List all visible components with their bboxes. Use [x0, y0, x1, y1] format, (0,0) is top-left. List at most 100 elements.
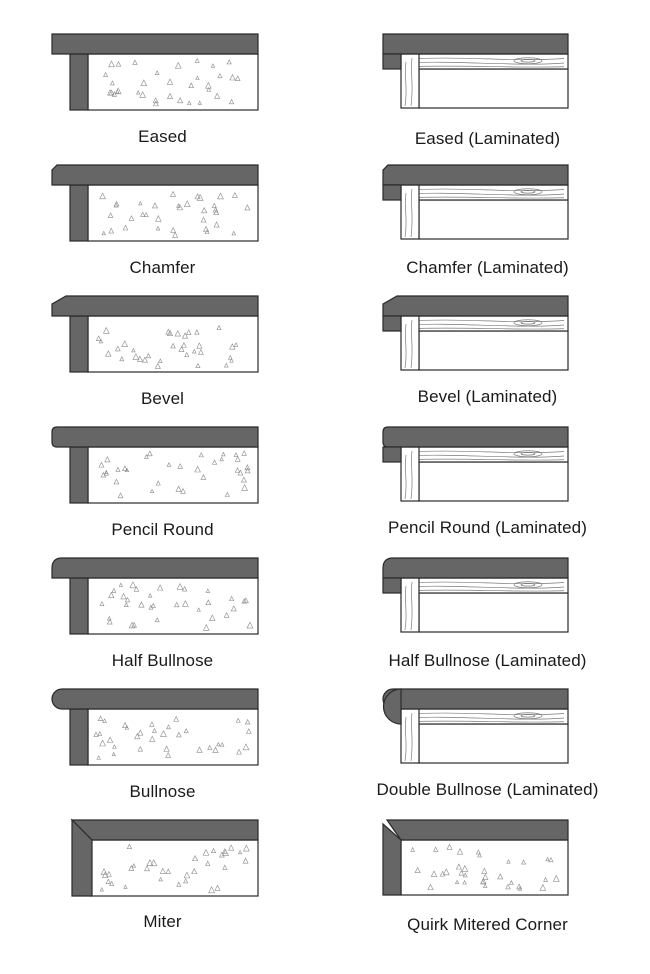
- speck-mark: [181, 585, 188, 592]
- speck-mark: [196, 193, 204, 201]
- speck-mark: [216, 324, 222, 330]
- speck-mark: [173, 715, 180, 722]
- speck-mark: [111, 91, 118, 97]
- profile-label: Quirk Mitered Corner: [407, 915, 568, 934]
- speck-mark: [221, 451, 226, 457]
- laminate-edge: [400, 184, 420, 240]
- grain-line: [404, 192, 565, 196]
- speck-mark: [175, 485, 182, 492]
- grain-line: [404, 196, 565, 199]
- grain-knot: [520, 713, 536, 718]
- speck-mark: [165, 868, 171, 874]
- speck-mark: [155, 480, 161, 486]
- speck-mark: [234, 467, 241, 473]
- speck-mark: [115, 60, 122, 67]
- speck-mark: [99, 887, 104, 892]
- speck-mark: [137, 745, 144, 752]
- profile-bevel-laminated-drawing: [382, 295, 569, 371]
- laminate-edge: [400, 315, 420, 371]
- speck-mark: [157, 584, 164, 591]
- apron-strip: [69, 446, 89, 504]
- profile-miter: Miter: [0, 808, 325, 939]
- apron-strip: [382, 822, 402, 896]
- speck-mark: [165, 328, 172, 335]
- stone-body: [400, 839, 569, 896]
- stone-texture: [95, 324, 239, 369]
- grain-line: [404, 188, 565, 192]
- speck-mark: [170, 342, 176, 349]
- speck-mark: [188, 82, 195, 88]
- speck-mark: [212, 206, 219, 213]
- speck-mark: [144, 865, 151, 872]
- speck-mark: [132, 59, 138, 65]
- speck-mark: [477, 852, 482, 858]
- speck-mark: [105, 878, 112, 884]
- speck-mark: [234, 75, 241, 81]
- speck-mark: [439, 870, 446, 877]
- grain-knot: [513, 712, 543, 720]
- grain-line: [404, 589, 565, 592]
- profile-half-bullnose-laminated-drawing: [382, 557, 569, 633]
- speck-mark: [194, 329, 200, 335]
- grain-line: [404, 585, 565, 589]
- speck-mark: [427, 883, 434, 890]
- speck-mark: [214, 884, 221, 891]
- profile-half-bullnose-laminated: Half Bullnose (Laminated): [325, 546, 650, 677]
- speck-mark: [197, 100, 202, 105]
- grain-line: [404, 712, 565, 716]
- speck-mark: [233, 452, 239, 457]
- grain-line: [404, 57, 565, 61]
- stone-texture: [99, 843, 250, 894]
- edge-grain: [404, 323, 407, 369]
- speck-mark: [505, 883, 511, 890]
- profile-pencil-round: Pencil Round: [0, 415, 325, 546]
- speck-mark: [235, 717, 241, 723]
- speck-mark: [131, 621, 137, 628]
- speck-mark: [186, 100, 192, 105]
- speck-mark: [462, 879, 467, 885]
- nosing-block: [382, 577, 402, 594]
- speck-mark: [166, 462, 172, 467]
- speck-mark: [244, 467, 251, 474]
- speck-mark: [545, 856, 550, 862]
- stone-body: [87, 577, 259, 635]
- speck-mark: [219, 851, 225, 858]
- speck-mark: [244, 464, 251, 471]
- stone-body: [87, 708, 259, 766]
- speck-mark: [133, 585, 140, 592]
- speck-mark: [147, 593, 153, 598]
- speck-mark: [539, 883, 547, 891]
- speck-mark: [230, 605, 237, 612]
- speck-mark: [183, 871, 191, 879]
- speck-mark: [212, 746, 219, 753]
- speck-mark: [243, 844, 250, 852]
- speck-mark: [196, 746, 203, 753]
- speck-mark: [140, 211, 146, 217]
- profile-double-bullnose-laminated-drawing: [382, 688, 569, 764]
- profile-label: Chamfer: [129, 258, 196, 277]
- speck-mark: [120, 592, 127, 600]
- speck-mark: [481, 867, 488, 874]
- speck-mark: [134, 732, 141, 740]
- edge-grain: [404, 61, 407, 107]
- laminate-base: [418, 330, 569, 371]
- grain-knot: [513, 188, 543, 196]
- edge-grain: [404, 454, 407, 500]
- speck-mark: [122, 721, 129, 728]
- speck-mark: [102, 718, 107, 723]
- speck-mark: [200, 474, 207, 480]
- speck-mark: [181, 332, 189, 339]
- speck-mark: [194, 57, 200, 63]
- grain-line: [404, 454, 565, 458]
- speck-mark: [158, 876, 163, 882]
- grain-line: [404, 720, 565, 723]
- speck-mark: [107, 89, 114, 96]
- speck-mark: [108, 591, 115, 598]
- wood-grain: [404, 319, 565, 330]
- profile-label: Eased: [138, 127, 187, 146]
- speck-mark: [480, 877, 487, 885]
- speck-mark: [242, 857, 249, 864]
- speck-mark: [107, 212, 114, 218]
- top-laminate: [382, 33, 569, 55]
- speck-mark: [98, 338, 104, 344]
